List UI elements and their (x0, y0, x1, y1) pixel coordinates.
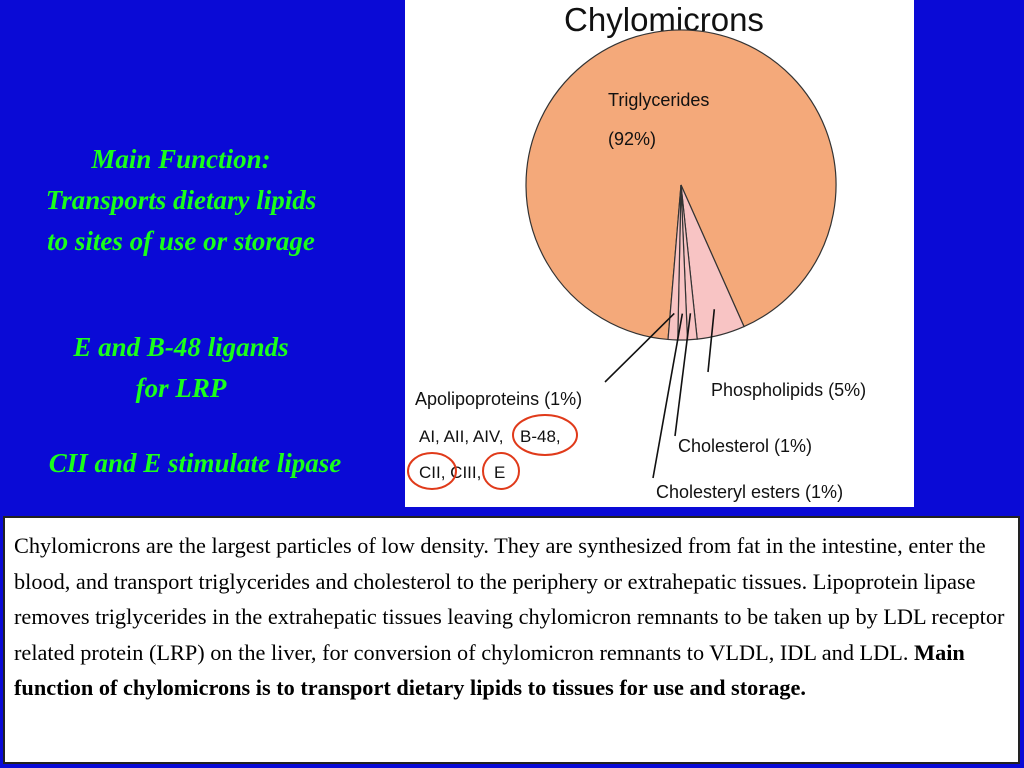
pie-chart-panel: Chylomicrons Triglycerides (92%) Phospho… (405, 0, 914, 507)
description-text: Chylomicrons are the largest particles o… (14, 533, 1005, 665)
apo-e-label: E (494, 463, 505, 482)
ligand-text: E and B-48 ligands for LRP (0, 327, 362, 409)
slice-value-triglycerides: (92%) (608, 129, 656, 149)
ligand-line: for LRP (135, 373, 227, 403)
leader-line (652, 313, 684, 479)
e-highlight-circle (482, 452, 520, 490)
apo-list-line2: CII, CIII, (419, 463, 481, 482)
cii-highlight-circle (407, 452, 457, 490)
main-function-line: Transports dietary lipids (45, 185, 317, 215)
slice-label-cholesteryl-esters: Cholesteryl esters (1%) (656, 482, 843, 502)
b48-highlight-circle (512, 414, 578, 456)
description-bold-text: Main function of chylomicrons is to tran… (14, 639, 965, 701)
leader-line (604, 312, 675, 383)
main-function-line: to sites of use or storage (47, 226, 315, 256)
pie-chart: Chylomicrons Triglycerides (92%) Phospho… (407, 1, 866, 502)
lipase-text: CII and E stimulate lipase (48, 448, 342, 478)
slice-triglycerides (525, 29, 837, 341)
description-box: Chylomicrons are the largest particles o… (3, 516, 1020, 764)
ligand-line: E and B-48 ligands (73, 332, 289, 362)
slice-label-apolipoproteins: Apolipoproteins (1%) (415, 389, 582, 409)
apo-b48-label: B-48, (520, 427, 561, 446)
slice-label-cholesterol: Cholesterol (1%) (678, 436, 812, 456)
main-function-line: Main Function: (91, 144, 271, 174)
pie-slices (525, 29, 837, 341)
leader-line (707, 309, 716, 373)
main-function-text: Main Function: Transports dietary lipids… (0, 139, 362, 262)
slice-label-triglycerides: Triglycerides (608, 90, 709, 110)
apo-list-line1: AI, AII, AIV, (419, 427, 503, 446)
leader-lines (604, 309, 716, 479)
slice-label-phospholipids: Phospholipids (5%) (711, 380, 866, 400)
leader-line (674, 313, 692, 437)
